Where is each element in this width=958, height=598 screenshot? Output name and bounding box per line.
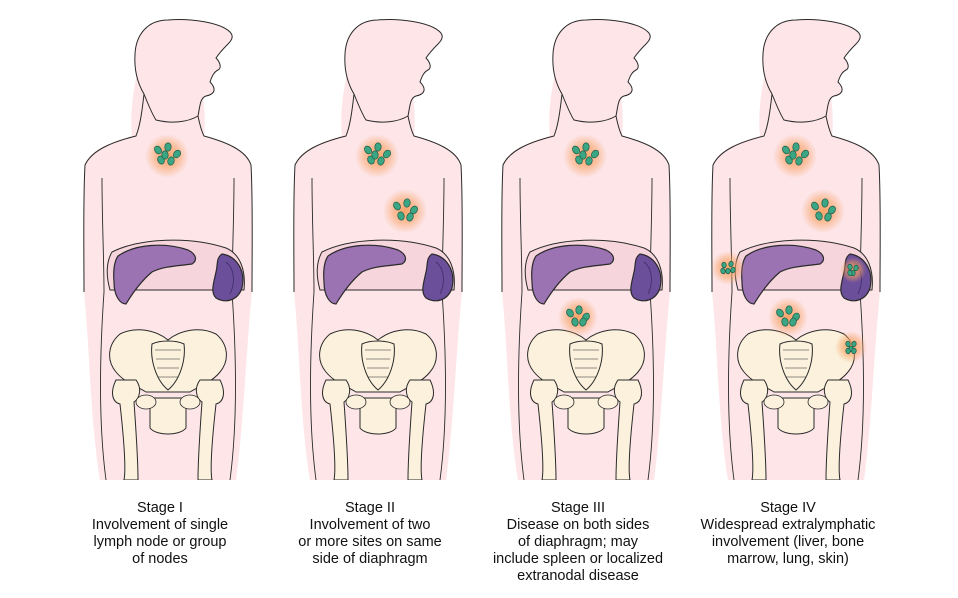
lymph-node (575, 305, 583, 315)
lymph-node (728, 260, 734, 268)
lymph-node (785, 305, 793, 315)
lymph-node (847, 269, 853, 277)
lymph-node (591, 149, 599, 159)
spleen (422, 253, 454, 302)
lymph-node (579, 317, 587, 327)
spleen (212, 253, 244, 302)
head (762, 19, 861, 123)
lymph-node (374, 142, 382, 152)
lymph-node (776, 308, 784, 318)
lymph-node (579, 150, 587, 160)
chest-glow (383, 189, 427, 233)
lymph-node (792, 142, 800, 152)
abdomen-glow (558, 297, 598, 337)
lymph-node (801, 149, 809, 159)
stage-description-line: lymph node or group (93, 534, 227, 550)
stage-title: Stage III (550, 500, 605, 516)
stage-description-line: or more sites on same (298, 534, 442, 550)
lymph-node (821, 198, 829, 208)
stage-description-line: marrow, lung, skin) (727, 551, 849, 567)
lymph-node (572, 145, 580, 155)
body-figure (290, 19, 470, 500)
lymph-node (781, 317, 789, 327)
lymph-node (403, 198, 411, 208)
lymph-node (383, 149, 391, 159)
stage-description-line: Involvement of two (309, 517, 431, 533)
lymph-node (566, 308, 574, 318)
lymph-node (720, 267, 726, 275)
body-figure (80, 19, 260, 500)
lymph-node (161, 150, 169, 160)
stage-description-line: Disease on both sides (506, 517, 650, 533)
lymph-node (364, 145, 372, 155)
lymph-node (789, 317, 797, 327)
stage-description-line: include spleen or localized (492, 551, 664, 567)
lymph-node (167, 156, 175, 166)
abdomen-glow (768, 297, 808, 337)
liver (323, 244, 407, 305)
stage-title: Stage II (345, 500, 395, 516)
liver (113, 244, 197, 305)
stage-description-line: side of diaphragm (312, 551, 428, 567)
stage-description-line: extranodal disease (517, 568, 639, 584)
lymph-node (393, 201, 401, 211)
lymph-node (851, 347, 857, 355)
lymph-node (730, 266, 736, 274)
sacrum (779, 340, 813, 391)
lymph-node (851, 340, 857, 348)
lymph-node (845, 340, 851, 348)
lymph-node (725, 267, 731, 275)
lymph-node (789, 150, 797, 160)
lymph-node (795, 156, 803, 166)
body-figure (498, 19, 678, 500)
lymph-node (582, 142, 590, 152)
liver (741, 244, 825, 305)
liver (531, 244, 615, 305)
lymph-node (847, 263, 853, 271)
lymph-node (154, 145, 162, 155)
lymph-node (371, 150, 379, 160)
spleen (630, 253, 662, 302)
stage-description-line: Involvement of single (91, 517, 229, 533)
sacrum (361, 340, 395, 391)
stage-description-line: Widespread extralymphatic (700, 517, 876, 533)
sacrum (569, 340, 603, 391)
chest-glow (801, 189, 845, 233)
lymph-node (782, 145, 790, 155)
lymph-node (585, 156, 593, 166)
lymph-node (164, 142, 172, 152)
body-figure (708, 19, 888, 500)
lymph-node (173, 149, 181, 159)
lymph-node (824, 212, 832, 222)
lymph-node (377, 156, 385, 166)
stage-title: Stage IV (760, 500, 816, 516)
stage-description-line: of nodes (132, 551, 188, 567)
sacrum (151, 340, 185, 391)
head (552, 19, 651, 123)
head (134, 19, 233, 123)
lymph-node (571, 317, 579, 327)
lymph-node (406, 212, 414, 222)
stage-title: Stage I (137, 500, 183, 516)
lymph-node (845, 347, 851, 355)
lymph-node (397, 211, 405, 221)
lymph-node (815, 211, 823, 221)
stage-description-line: involvement (liver, bone (711, 534, 865, 550)
head (344, 19, 443, 123)
lymph-node (721, 261, 727, 269)
stage-description-line: of diaphragm; may (517, 534, 639, 550)
lymph-node (853, 264, 859, 272)
lymph-node (811, 201, 819, 211)
